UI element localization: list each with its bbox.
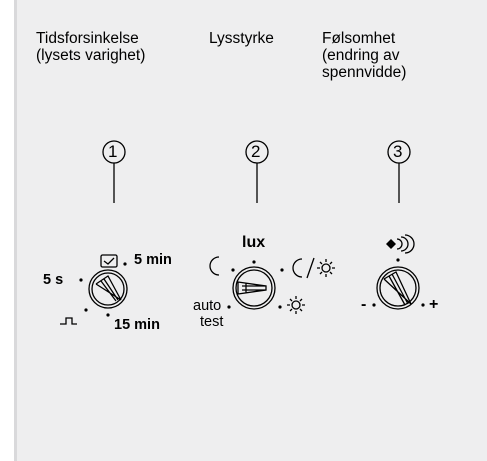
dial2-label-test: test [200, 314, 224, 330]
dial2-dot-sun [278, 305, 282, 309]
heading-time-line-2: (lysets varighet) [36, 47, 146, 64]
moon-icon [209, 256, 220, 276]
moon-sun-slash [306, 257, 315, 279]
dial1-dot-bottom-left [84, 308, 88, 312]
background-panel [14, 0, 487, 461]
clock-icon [100, 254, 118, 268]
dial3-dot-right [421, 303, 425, 307]
heading-time-delay: Tidsforsinkelse (lysets varighet) [36, 30, 145, 64]
dial3-label-minus: - [361, 296, 367, 313]
moon-sun-sun-icon [317, 259, 335, 277]
heading-sensitivity: Følsomhet (endring av spennvidde) [322, 30, 406, 81]
dial1-dot-right [123, 262, 127, 266]
moon-sun-moon-icon [292, 258, 303, 278]
dial2-label-lux: lux [242, 234, 266, 251]
sensitivity-dial[interactable] [376, 266, 420, 310]
brightness-dial[interactable] [232, 266, 276, 310]
time-delay-dial[interactable] [88, 269, 128, 309]
heading-time-line-1: Tidsforsinkelse [36, 30, 139, 47]
dial2-dot-moon-sun [280, 268, 284, 272]
pulse-icon [60, 317, 77, 325]
panel-edge [14, 0, 17, 461]
dial3-dot-left [372, 303, 376, 307]
dial1-dot-left [79, 278, 83, 282]
dial2-dot-top [252, 260, 256, 264]
heading-sens-line-2: (endring av [322, 47, 400, 64]
callout-number-3: 3 [393, 142, 403, 161]
dial1-label-15min: 15 min [114, 317, 160, 333]
callout-number-2: 2 [251, 142, 261, 161]
sound-waves-icon [396, 234, 415, 254]
heading-brightness: Lysstyrke [209, 30, 274, 47]
heading-sens-line-1: Følsomhet [322, 30, 396, 47]
callout-number-1: 1 [108, 142, 118, 161]
dial3-dot-top [396, 258, 400, 262]
dial2-dot-auto [227, 305, 231, 309]
dial2-dot-moon [231, 268, 235, 272]
dial2-label-auto: auto [193, 298, 222, 314]
dial1-label-5min: 5 min [134, 252, 172, 268]
dial1-label-5s: 5 s [43, 272, 64, 288]
sun-icon [287, 296, 305, 314]
diamond-icon [386, 239, 396, 249]
dial3-label-plus: + [429, 296, 439, 313]
heading-sens-line-3: spennvidde) [322, 64, 407, 81]
dial1-dot-bottom [106, 313, 110, 317]
heading-brightness-line-1: Lysstyrke [209, 30, 274, 47]
